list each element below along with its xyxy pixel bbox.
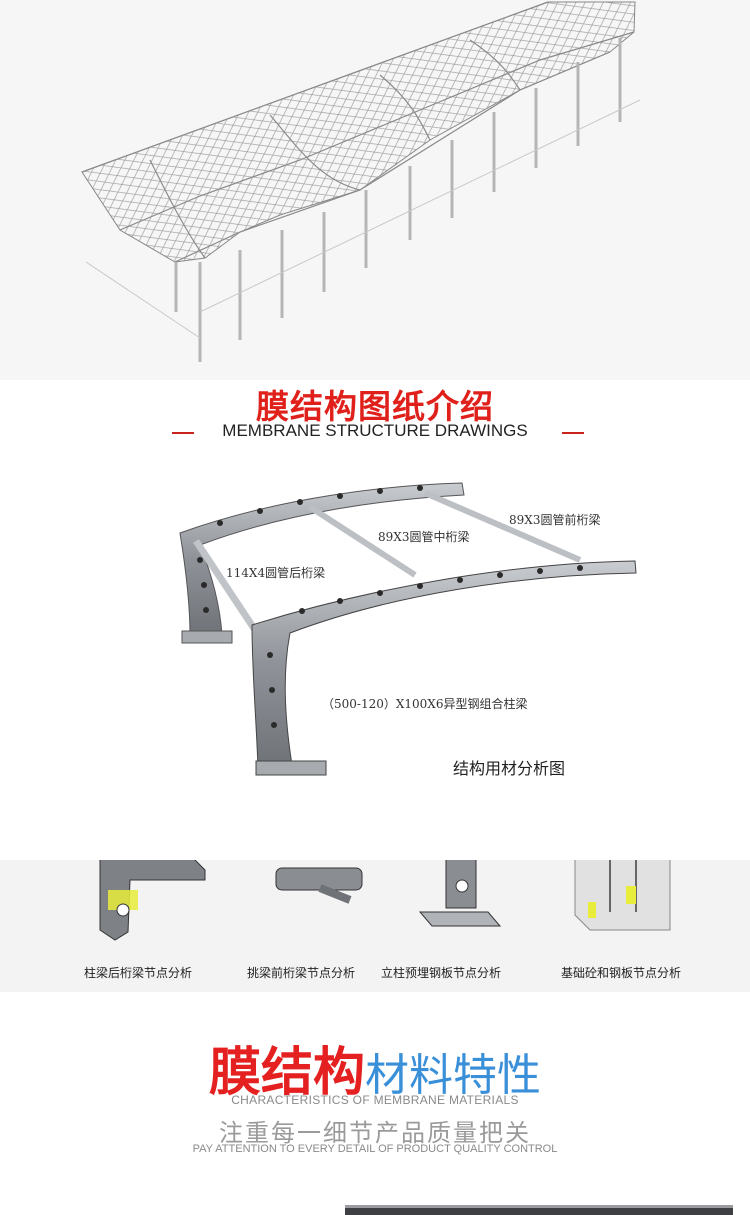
section-title-cn: 膜结构图纸介绍: [256, 387, 494, 426]
label-column: （500-120）X100X6异型钢组合柱梁: [322, 697, 528, 711]
photo-top-strip: [345, 1205, 733, 1208]
materials-title-blue: 材料特性: [365, 1050, 541, 1101]
front-beam: [423, 490, 582, 563]
column-rear-beam-joint-icon: [99, 854, 206, 941]
materials-title-red: 膜结构: [208, 1043, 365, 1103]
detail-label-4: 基础砼和钢板节点分析: [561, 966, 682, 980]
column-embedded-plate-joint-icon: [418, 847, 502, 927]
mid-beam: [308, 504, 417, 578]
detail-label-3: 立柱预埋钢板节点分析: [381, 966, 502, 980]
membrane-roof-illustration: [0, 0, 750, 380]
carport-frame-illustration: [179, 482, 637, 776]
product-photo-partial: [345, 1205, 733, 1215]
drawing-caption: 结构用材分析图: [453, 759, 566, 778]
label-rear-beam: 114X4圆管后桁梁: [226, 566, 326, 580]
joint-detail-strip: [0, 834, 750, 992]
quality-slogan-en: PAY ATTENTION TO EVERY DETAIL OF PRODUCT…: [192, 1143, 558, 1155]
section-title-en: MEMBRANE STRUCTURE DRAWINGS: [222, 421, 528, 440]
foundation-steel-plate-joint-icon: [574, 834, 671, 931]
title-dash-left: [172, 432, 194, 434]
materials-title: 膜结构材料特性: [0, 1030, 750, 1105]
title-dash-right: [562, 432, 584, 434]
membrane-roof-icon: [81, 1, 641, 362]
materials-subtitle-en: CHARACTERISTICS OF MEMBRANE MATERIALS: [231, 1093, 519, 1107]
detail-label-1: 柱梁后桁梁节点分析: [84, 966, 193, 980]
label-front-beam: 89X3圆管前桁梁: [509, 513, 601, 527]
cantilever-front-beam-joint-icon: [275, 867, 363, 904]
detail-label-2: 挑梁前桁梁节点分析: [247, 966, 356, 980]
section-title-en-row: MEMBRANE STRUCTURE DRAWINGS: [0, 421, 750, 445]
label-mid-beam: 89X3圆管中桁梁: [378, 530, 470, 544]
quality-slogan-cn: 注重每一细节产品质量把关: [219, 1119, 531, 1147]
